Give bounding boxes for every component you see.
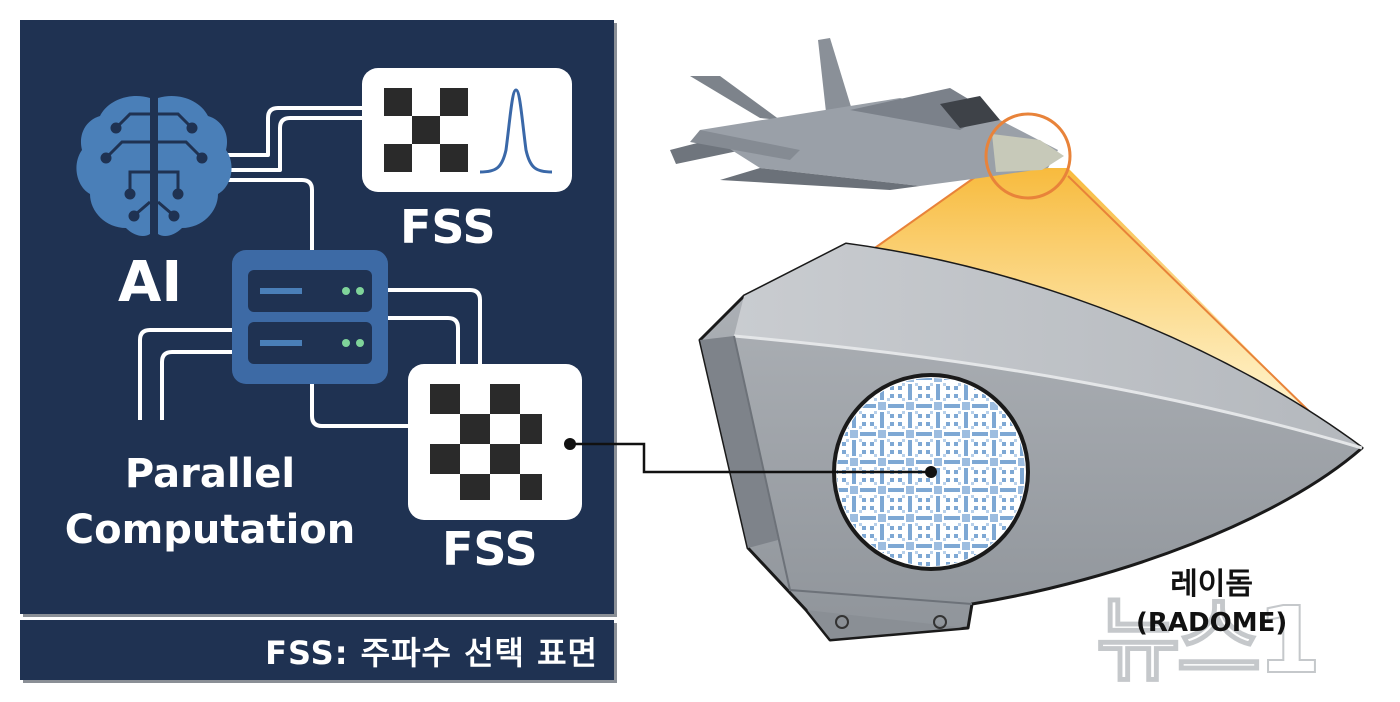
leader-line — [570, 442, 931, 474]
fss-label-bottom: FSS — [442, 522, 538, 576]
watermark-logo: 뉴스1 — [1095, 586, 1322, 695]
caption-text: FSS: 주파수 선택 표면 — [265, 634, 598, 672]
checker-fss-icon — [430, 384, 542, 500]
radome-label-english: (RADOME) — [1136, 608, 1288, 638]
caption-bar: FSS: 주파수 선택 표면 — [20, 620, 614, 680]
ai-label: AI — [118, 250, 183, 315]
fss-card-top — [362, 68, 572, 192]
resonance-curve-icon — [479, 88, 553, 174]
radome-label-korean: 레이돔 — [1170, 567, 1254, 602]
radome-label: 레이돔 (RADOME) — [1136, 566, 1287, 642]
fighter-jet-illustration — [670, 38, 1072, 200]
fss-card-bottom — [408, 364, 582, 520]
checker-fss-icon — [384, 88, 468, 172]
connector-lines — [138, 106, 482, 428]
parallel-computation-label: Parallel Computation — [60, 446, 360, 558]
brain-circuit-icon — [76, 96, 232, 236]
fss-label-top: FSS — [400, 200, 496, 254]
server-icon — [232, 250, 388, 384]
parallel-label-line1: Parallel — [124, 451, 296, 497]
parallel-label-line2: Computation — [64, 507, 356, 553]
